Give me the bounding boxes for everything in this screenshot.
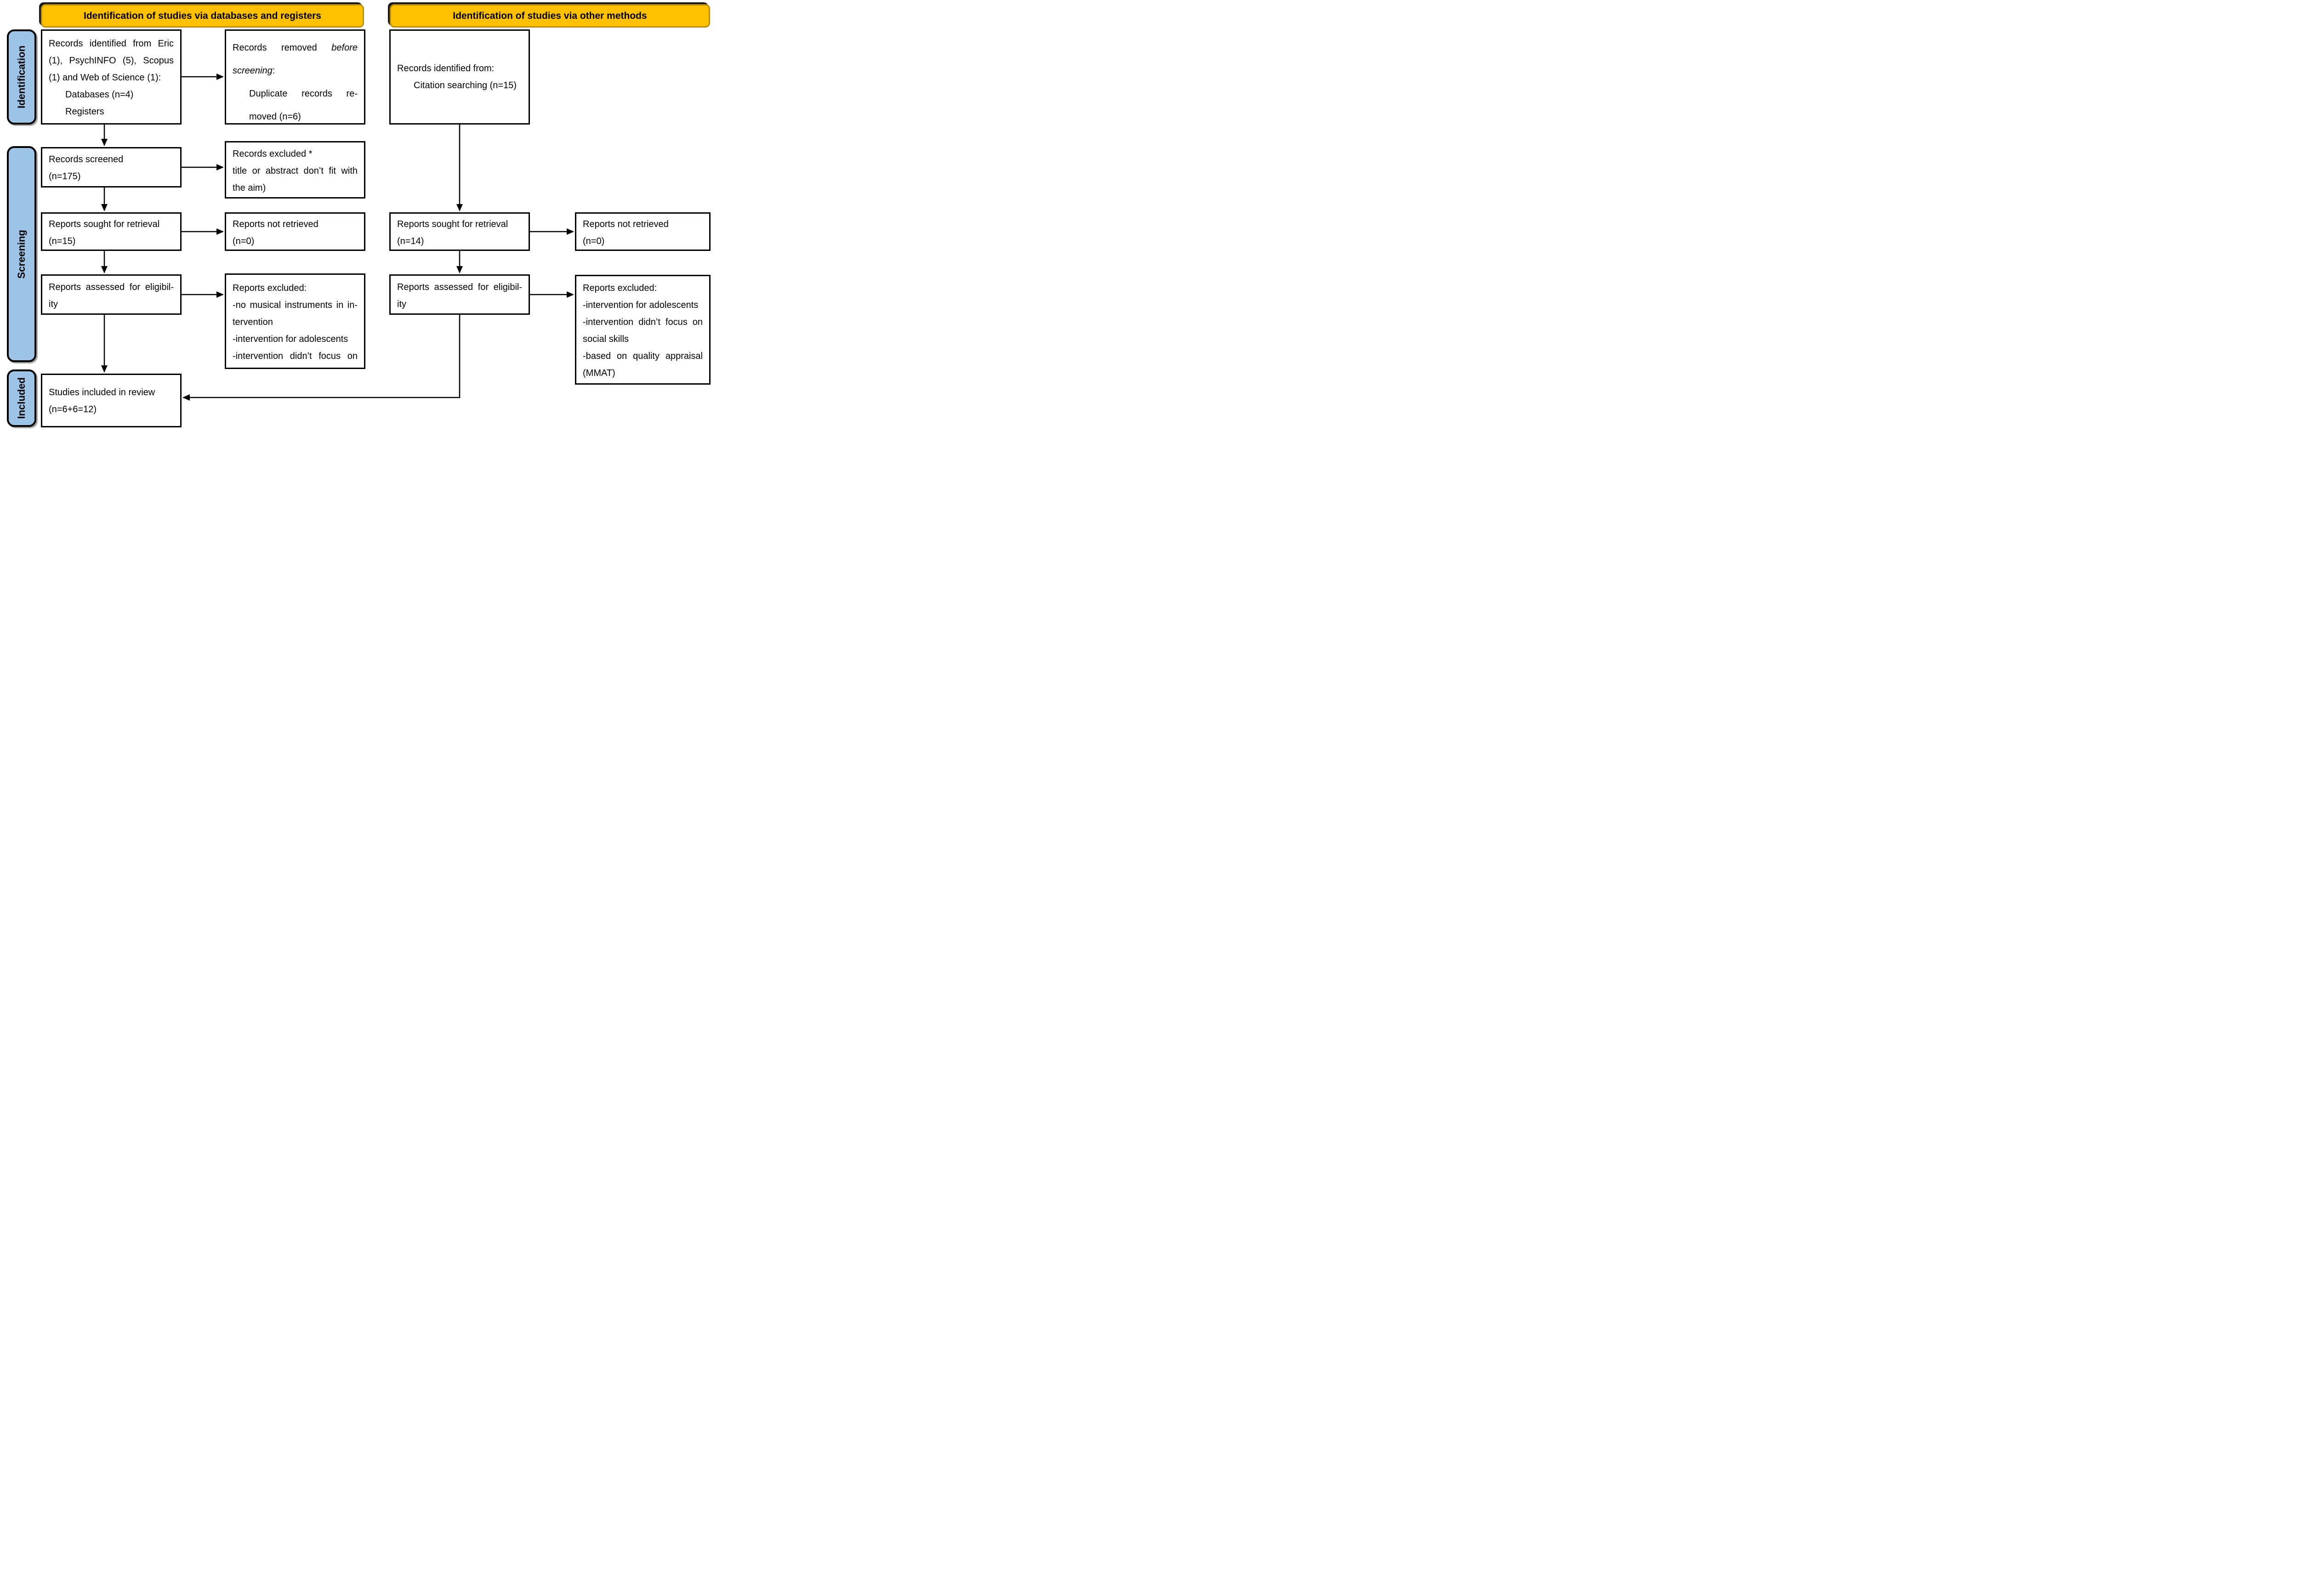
- box-text-line: Reports sought for retrieval: [397, 219, 508, 229]
- box-text-line: -intervention didn’t focus on: [233, 351, 358, 361]
- box-reports-excluded-left: Reports excluded: -no musical instrument…: [225, 273, 365, 369]
- banner-left-label: Identification of studies via databases …: [84, 10, 321, 21]
- box-text-line: Reports sought for retrieval: [49, 219, 160, 229]
- box-text-line: (n=0): [583, 236, 605, 246]
- box-text-line: -intervention didn’t focus on: [583, 317, 703, 327]
- box-text-line: Registers: [65, 107, 104, 117]
- box-text-line: Reports not retrieved: [233, 219, 319, 229]
- box-text-line: Records screened: [49, 154, 124, 165]
- stage-label-included: Included: [7, 369, 36, 427]
- box-reports-excluded-right: Reports excluded: -intervention for adol…: [575, 275, 711, 385]
- box-text-line: Reports not retrieved: [583, 219, 669, 229]
- box-text-line: (n=0): [233, 236, 255, 246]
- box-records-removed-before-screening: Records removed before screening: Duplic…: [225, 29, 365, 125]
- box-text-line: (n=6+6=12): [49, 404, 97, 415]
- box-text-line: (n=15): [49, 236, 76, 246]
- box-text-line: (1), PsychINFO (5), Scopus: [49, 56, 174, 66]
- stage-label-screening: Screening: [7, 146, 36, 362]
- box-studies-included: Studies included in review (n=6+6=12): [41, 374, 182, 427]
- box-text-line: ity: [397, 299, 406, 309]
- box-text-line: (1) and Web of Science (1):: [49, 73, 161, 83]
- box-text-line: -intervention for adolescents: [233, 334, 348, 344]
- box-reports-assessed-left: Reports assessed for eligibil- ity: [41, 274, 182, 315]
- box-reports-not-retrieved-right: Reports not retrieved (n=0): [575, 212, 711, 251]
- box-reports-sought-right: Reports sought for retrieval (n=14): [389, 212, 530, 251]
- box-text-line: moved (n=6): [249, 112, 301, 122]
- box-text-line: Duplicate records re-: [249, 89, 358, 99]
- box-text-line: Records removed before: [233, 43, 358, 53]
- box-text-line: Records identified from Eric: [49, 39, 174, 49]
- banner-databases-registers: Identification of studies via databases …: [41, 4, 364, 28]
- box-reports-assessed-right: Reports assessed for eligibil- ity: [389, 274, 530, 315]
- box-records-identified-citation: Records identified from: Citation search…: [389, 29, 530, 125]
- box-text-line: (n=175): [49, 171, 81, 182]
- box-records-screened: Records screened (n=175): [41, 147, 182, 187]
- box-text-line: Reports excluded:: [233, 283, 307, 293]
- box-text-line: the aim): [233, 183, 266, 193]
- box-text-line: Citation searching (n=15): [414, 80, 517, 91]
- box-text-line: Reports assessed for eligibil-: [397, 282, 522, 292]
- box-text-line: Studies included in review: [49, 387, 155, 398]
- banner-right-label: Identification of studies via other meth…: [453, 10, 647, 21]
- box-reports-not-retrieved-left: Reports not retrieved (n=0): [225, 212, 365, 251]
- box-reports-sought-left: Reports sought for retrieval (n=15): [41, 212, 182, 251]
- banner-other-methods: Identification of studies via other meth…: [390, 4, 710, 28]
- box-text-line: Records excluded *: [233, 149, 313, 159]
- box-text-line: -intervention for adolescents: [583, 300, 699, 310]
- box-text-line: ity: [49, 299, 58, 309]
- box-text-line: Databases (n=4): [65, 90, 134, 100]
- box-text-line: -no musical instruments in in-: [233, 300, 358, 310]
- box-text-line: social skills: [583, 334, 629, 344]
- box-records-excluded: Records excluded * title or abstract don…: [225, 141, 365, 199]
- box-text-line: (MMAT): [583, 368, 615, 378]
- box-text-line: Reports excluded:: [583, 283, 657, 293]
- box-text-line: Records identified from:: [397, 63, 495, 74]
- box-text-line: tervention: [233, 317, 273, 327]
- box-text-line: (n=14): [397, 236, 424, 246]
- box-records-identified-databases: Records identified from Eric (1), PsychI…: [41, 29, 182, 125]
- box-text-line: screening:: [233, 66, 275, 76]
- prisma-flow-diagram: Identification of studies via databases …: [0, 0, 711, 428]
- box-text-line: title or abstract don’t fit with: [233, 166, 358, 176]
- box-text-line: -based on quality appraisal: [583, 351, 703, 361]
- stage-label-identification: Identification: [7, 29, 36, 125]
- box-text-line: Reports assessed for eligibil-: [49, 282, 174, 292]
